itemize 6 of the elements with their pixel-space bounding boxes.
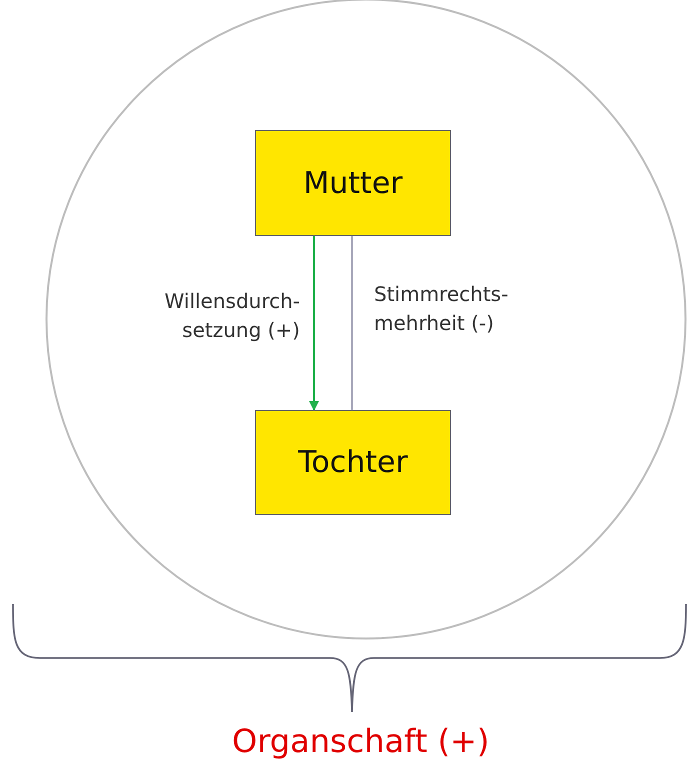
group-caption: Organschaft (+): [232, 722, 490, 760]
connector-line: [351, 236, 353, 410]
entity-box: Tochter: [255, 410, 451, 515]
arrow: [309, 236, 319, 411]
entity-box: Mutter: [255, 130, 451, 236]
circle-outline: [45, 0, 687, 640]
